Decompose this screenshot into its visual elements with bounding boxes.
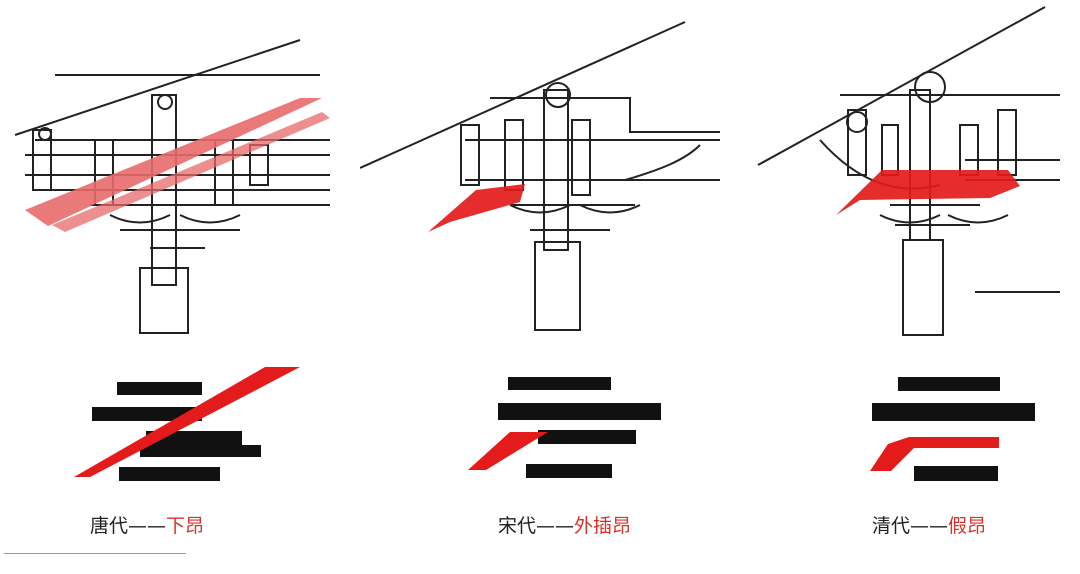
panel-song: 宋代——外插昂 bbox=[359, 0, 720, 570]
tang-symbol bbox=[74, 367, 300, 481]
caption-song-term: 外插昂 bbox=[574, 515, 632, 537]
caption-tang: 唐代——下昂 bbox=[90, 512, 204, 540]
song-illustration bbox=[359, 21, 720, 478]
caption-song: 宋代——外插昂 bbox=[498, 512, 631, 540]
tang-illustration bbox=[14, 39, 330, 481]
bottom-divider bbox=[4, 553, 186, 554]
caption-tang-dynasty: 唐代 bbox=[90, 515, 129, 537]
song-symbol bbox=[468, 377, 661, 478]
caption-qing-dynasty: 清代 bbox=[872, 515, 911, 537]
tang-red-ang-secondary bbox=[52, 112, 330, 232]
qing-illustration bbox=[757, 6, 1060, 481]
tang-red-bar bbox=[74, 367, 300, 477]
qing-red-ang bbox=[836, 170, 1020, 215]
panel-qing: 清代——假昂 bbox=[720, 0, 1080, 570]
panel-tang: 唐代——下昂 bbox=[0, 0, 360, 570]
tang-red-ang bbox=[25, 98, 322, 226]
caption-qing-term: 假昂 bbox=[948, 515, 987, 537]
song-bracket-drawing bbox=[359, 21, 720, 331]
qing-symbol bbox=[870, 377, 1035, 481]
song-red-bar bbox=[468, 432, 548, 470]
caption-tang-term: 下昂 bbox=[166, 515, 205, 537]
caption-qing: 清代——假昂 bbox=[872, 512, 986, 540]
caption-song-dynasty: 宋代 bbox=[498, 515, 537, 537]
caption-qing-separator: —— bbox=[910, 515, 949, 537]
tang-bracket-drawing bbox=[14, 39, 330, 334]
qing-red-bar bbox=[870, 437, 999, 471]
caption-tang-separator: —— bbox=[128, 515, 167, 537]
caption-song-separator: —— bbox=[536, 515, 575, 537]
song-red-ang bbox=[428, 184, 525, 232]
